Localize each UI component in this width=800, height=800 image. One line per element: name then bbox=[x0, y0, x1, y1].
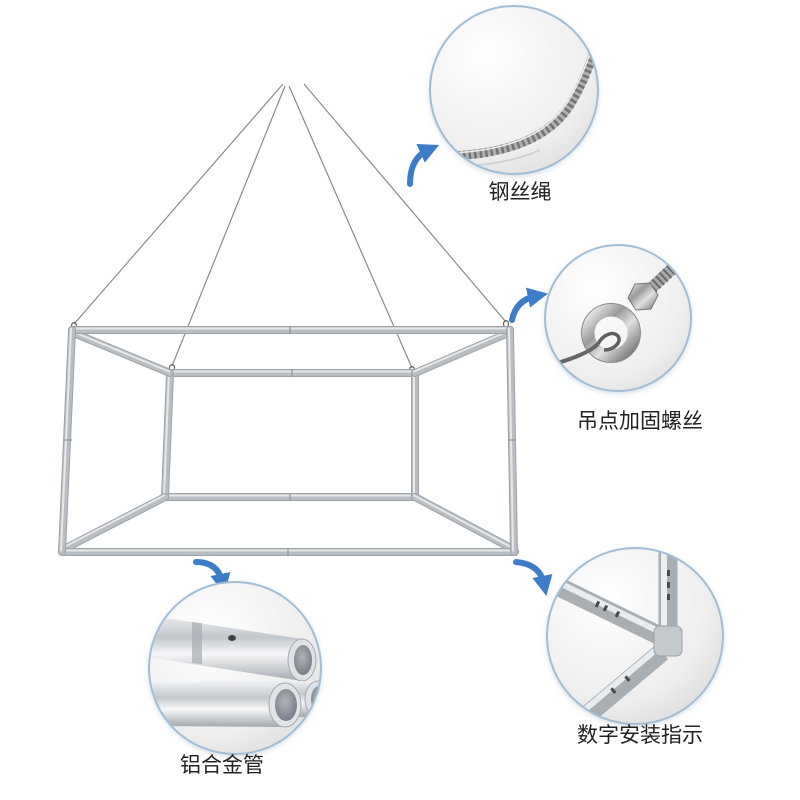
arrow-to-pipe-joint bbox=[513, 559, 553, 597]
pipe-bottom-body bbox=[149, 682, 285, 727]
pipe-top-body bbox=[149, 614, 302, 681]
marking bbox=[667, 582, 670, 588]
pipe-top-bore bbox=[294, 645, 312, 675]
callout-arrows bbox=[193, 144, 553, 597]
marking bbox=[624, 675, 631, 682]
hex-nut bbox=[627, 282, 659, 311]
wire-line bbox=[73, 83, 284, 325]
wire-rope-highlight bbox=[451, 28, 598, 154]
pipe-upper-diagonal bbox=[547, 570, 666, 644]
callout-border bbox=[546, 547, 724, 725]
callout-border bbox=[544, 244, 692, 392]
pipe-lower-diagonal bbox=[579, 644, 669, 724]
marking bbox=[614, 610, 621, 618]
eye-ring bbox=[581, 303, 641, 363]
pipe-bottom-bore bbox=[275, 689, 297, 721]
frame-diag-bottom-right bbox=[411, 493, 515, 552]
wire-rope-icon bbox=[430, 6, 598, 174]
marking bbox=[610, 687, 617, 694]
callout-border bbox=[148, 581, 322, 755]
frame-diag-bottom-left bbox=[62, 493, 169, 552]
aluminum-pipe-callout: 铝合金管 bbox=[148, 581, 322, 777]
frame-back-right-bar bbox=[411, 369, 419, 501]
marking bbox=[594, 600, 601, 608]
wire-rope-callout: 钢丝绳 bbox=[429, 5, 599, 204]
tube-body bbox=[59, 327, 75, 555]
suspension-wires bbox=[70, 83, 510, 375]
marking bbox=[667, 594, 670, 600]
tube-body bbox=[63, 494, 168, 551]
frame-diag-top-right bbox=[411, 330, 510, 377]
pipe-joint-label: 数字安装指示 bbox=[577, 724, 703, 747]
wire-rope-strands bbox=[451, 28, 598, 161]
tube-highlight bbox=[64, 494, 165, 548]
arrow-to-wire-rope bbox=[407, 144, 440, 187]
marking bbox=[602, 604, 609, 612]
pipe-joint-background bbox=[547, 548, 723, 724]
tube-highlight bbox=[413, 494, 511, 548]
pipe-top-neck bbox=[192, 622, 202, 664]
pipe-joint-icon bbox=[547, 548, 723, 724]
eye-bolt-background bbox=[545, 245, 691, 391]
wire-left-front bbox=[70, 83, 284, 331]
tube-highlight bbox=[413, 331, 506, 373]
aluminum-pipe-icon bbox=[149, 582, 321, 754]
tube-highlight bbox=[74, 331, 170, 373]
callout-border bbox=[429, 5, 599, 175]
wire-line bbox=[303, 83, 507, 323]
wire-rope-label: 钢丝绳 bbox=[489, 181, 552, 204]
tube-body bbox=[162, 370, 173, 500]
marking bbox=[667, 570, 670, 576]
frame-diag-top-left bbox=[72, 330, 174, 377]
eye-bolt-callout: 吊点加固螺丝 bbox=[544, 244, 703, 433]
tube-body bbox=[73, 331, 173, 376]
eye-bolt-icon bbox=[545, 245, 691, 391]
pipe-hole bbox=[228, 635, 236, 641]
arrow-to-aluminum-pipe bbox=[193, 559, 231, 595]
pipe-connector bbox=[653, 625, 683, 657]
frame-back-left-bar bbox=[161, 369, 174, 501]
tube-body bbox=[412, 331, 509, 376]
wire-line bbox=[171, 85, 286, 367]
wire-line bbox=[288, 85, 413, 369]
aluminum-frame bbox=[58, 326, 519, 556]
eye-ring-outline bbox=[581, 303, 641, 363]
number-markings bbox=[594, 570, 670, 694]
wire-loop bbox=[596, 331, 621, 352]
pipe-joint-callout: 数字安装指示 bbox=[546, 547, 724, 747]
arrow-to-eye-bolt bbox=[509, 287, 549, 323]
pipe-lower-highlight bbox=[580, 645, 660, 715]
aluminum-pipe-label: 铝合金管 bbox=[180, 754, 264, 777]
eye-bolt-label: 吊点加固螺丝 bbox=[577, 410, 703, 433]
tube-highlight bbox=[163, 370, 170, 497]
